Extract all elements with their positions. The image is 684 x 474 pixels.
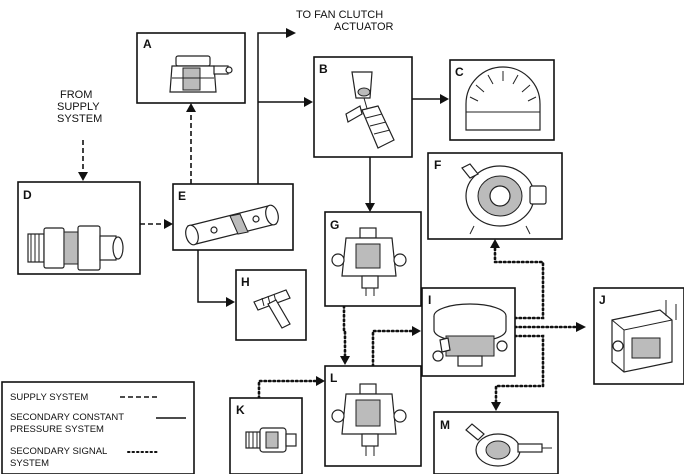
i-to-j-arrow [576,322,586,332]
e-to-fan-clutch-line [258,33,286,184]
component-g[interactable]: G [325,212,421,306]
i-to-m-arrow [491,402,501,411]
component-f-label: F [434,158,441,172]
component-e[interactable]: E [173,184,293,250]
fan-clutch-label-line1: TO FAN CLUTCH [296,9,383,21]
from-supply-line2: SUPPLY [57,101,100,113]
component-i[interactable]: I [422,288,515,376]
component-m-label: M [440,418,450,432]
component-k-label: K [236,403,245,417]
component-b[interactable]: B [314,57,412,157]
component-l[interactable]: L [325,366,421,466]
legend-secondary-constant-line2: PRESSURE SYSTEM [10,424,104,435]
legend-secondary-constant-line1: SECONDARY CONSTANT [10,412,124,423]
component-d-label: D [23,188,32,202]
component-l-label: L [330,371,337,385]
from-supply-line3: SYSTEM [57,113,102,125]
l-to-i-line [373,331,412,366]
legend-supply-label: SUPPLY SYSTEM [10,392,88,403]
fan-clutch-arrow [286,28,296,38]
e-to-a-arrow [186,103,196,112]
component-c-label: C [455,65,464,79]
d-to-e-arrow [164,219,173,229]
component-m[interactable]: M [434,412,558,474]
k-to-l-arrow [316,376,325,386]
e-to-h-arrow [226,297,235,307]
b-to-g-arrow [365,203,375,212]
component-a-label: A [143,37,152,51]
component-e-label: E [178,189,186,203]
fan-clutch-label-line2: ACTUATOR [334,21,394,33]
i-to-f-arrow [490,239,500,248]
e-to-b-arrow [304,97,313,107]
component-k[interactable]: K [230,398,302,474]
component-c[interactable]: C [450,60,554,140]
component-j[interactable]: J [594,288,684,384]
legend: SUPPLY SYSTEM SECONDARY CONSTANT PRESSUR… [2,382,194,474]
component-h[interactable]: H [236,270,306,340]
from-supply-label: FROM SUPPLY SYSTEM [57,89,102,125]
supply-input-arrow [78,172,88,181]
l-to-i-arrow [412,326,421,336]
component-b-label: B [319,62,328,76]
legend-secondary-signal-line1: SECONDARY SIGNAL [10,446,107,457]
component-h-label: H [241,275,250,289]
component-g-label: G [330,218,339,232]
component-d[interactable]: D [18,182,140,274]
g-to-l-line [344,306,345,356]
fan-clutch-label: TO FAN CLUTCH ACTUATOR [296,9,394,33]
from-supply-line1: FROM [60,89,92,101]
component-a[interactable]: A [137,33,245,103]
component-j-label: J [599,293,606,307]
k-to-l-line [259,381,316,398]
e-to-h-line [198,250,226,302]
component-f[interactable]: F [428,153,562,239]
legend-secondary-signal-line2: SYSTEM [10,458,49,469]
b-to-c-arrow [440,94,449,104]
g-to-l-arrow [340,356,350,365]
component-i-label: I [428,293,431,307]
